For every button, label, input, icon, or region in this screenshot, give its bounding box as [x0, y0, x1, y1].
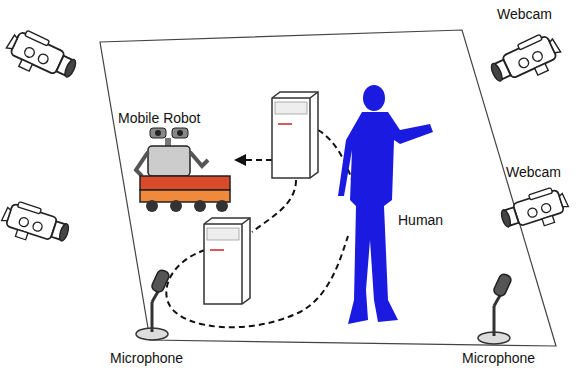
microphone-label: Microphone	[110, 350, 183, 366]
camera-label: Webcam	[497, 6, 552, 22]
camera-label: Webcam	[506, 164, 561, 180]
person-label: Human	[398, 212, 443, 228]
robot-label: Mobile Robot	[118, 110, 201, 126]
microphone-label: Microphone	[462, 350, 535, 366]
